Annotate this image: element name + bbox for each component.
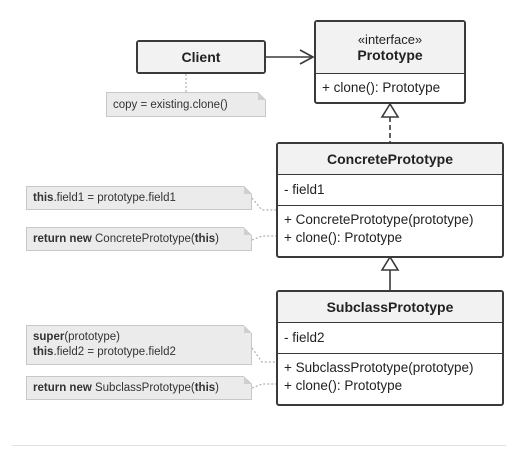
concrete-note1-connector xyxy=(251,197,278,211)
subclass-note-super: super(prototype) this.field2 = prototype… xyxy=(26,325,252,365)
concrete-fields: - field1 xyxy=(278,175,502,205)
note-fold-icon xyxy=(258,92,266,100)
keyword-this: this xyxy=(33,192,54,204)
subclass-note-return: return new SubclassPrototype(this) xyxy=(26,376,252,400)
keyword-this: this xyxy=(33,346,54,358)
client-class: Client xyxy=(136,40,266,74)
concrete-field-field1: - field1 xyxy=(284,182,325,197)
subclass-field-field2: - field2 xyxy=(284,330,325,345)
note-fold-icon xyxy=(244,227,252,235)
keyword-return-new: return new xyxy=(33,233,92,245)
note-code: .field1 = prototype.field1 xyxy=(53,192,176,204)
subclass-methods: + SubclassPrototype(prototype) + clone()… xyxy=(278,353,502,399)
concrete-title: ConcretePrototype xyxy=(326,151,454,167)
interface-stereotype: «interface» xyxy=(357,32,423,47)
subclass-method-clone: + clone(): Prototype xyxy=(284,378,403,393)
note-code: ) xyxy=(215,382,220,394)
subclass-note2-connector xyxy=(251,383,278,389)
note-fold-icon xyxy=(244,376,252,384)
subclass-note1-connector xyxy=(251,347,278,363)
subclass-header: SubclassPrototype xyxy=(278,292,502,323)
keyword-this: this xyxy=(194,233,216,245)
association-arrowhead xyxy=(299,49,315,65)
concrete-method-constructor: + ConcretePrototype(prototype) xyxy=(284,212,474,227)
prototype-methods: + clone(): Prototype xyxy=(316,74,464,101)
concrete-prototype-class: ConcretePrototype - field1 + ConcretePro… xyxy=(276,142,504,258)
client-title: Client xyxy=(181,49,221,65)
note-code: SubclassPrototype( xyxy=(91,382,195,394)
note-code: ) xyxy=(215,233,220,245)
note-code: .field2 = prototype.field2 xyxy=(53,346,176,358)
concrete-note2-connector xyxy=(251,235,278,241)
keyword-this: this xyxy=(194,382,216,394)
keyword-return-new: return new xyxy=(33,382,92,394)
client-header: Client xyxy=(138,42,264,72)
subclass-title: SubclassPrototype xyxy=(326,299,454,315)
keyword-super: super xyxy=(33,331,65,343)
note-code: (prototype) xyxy=(64,331,120,343)
realization-arrowhead xyxy=(380,102,400,118)
note-line-super: super(prototype) xyxy=(33,330,245,345)
concrete-note-field1: this.field1 = prototype.field1 xyxy=(26,186,252,210)
note-fold-icon xyxy=(244,325,252,333)
client-note: copy = existing.clone() xyxy=(106,92,266,117)
concrete-header: ConcretePrototype xyxy=(278,144,502,175)
subclass-method-constructor: + SubclassPrototype(prototype) xyxy=(284,360,474,375)
prototype-title: Prototype xyxy=(357,47,423,63)
concrete-note-return: return new ConcretePrototype(this) xyxy=(26,227,252,251)
subclass-fields: - field2 xyxy=(278,323,502,353)
concrete-method-clone: + clone(): Prototype xyxy=(284,230,403,245)
prototype-interface: «interface» Prototype + clone(): Prototy… xyxy=(314,20,466,104)
client-note-text: copy = existing.clone() xyxy=(113,99,228,111)
bottom-divider xyxy=(12,445,506,446)
note-code: ConcretePrototype( xyxy=(91,233,195,245)
prototype-method-clone: + clone(): Prototype xyxy=(322,80,441,95)
concrete-methods: + ConcretePrototype(prototype) + clone()… xyxy=(278,205,502,251)
subclass-prototype-class: SubclassPrototype - field2 + SubclassPro… xyxy=(276,290,504,406)
note-line-field2: this.field2 = prototype.field2 xyxy=(33,345,245,360)
inheritance-arrowhead xyxy=(380,255,400,271)
prototype-header: «interface» Prototype xyxy=(316,22,464,74)
note-fold-icon xyxy=(244,186,252,194)
